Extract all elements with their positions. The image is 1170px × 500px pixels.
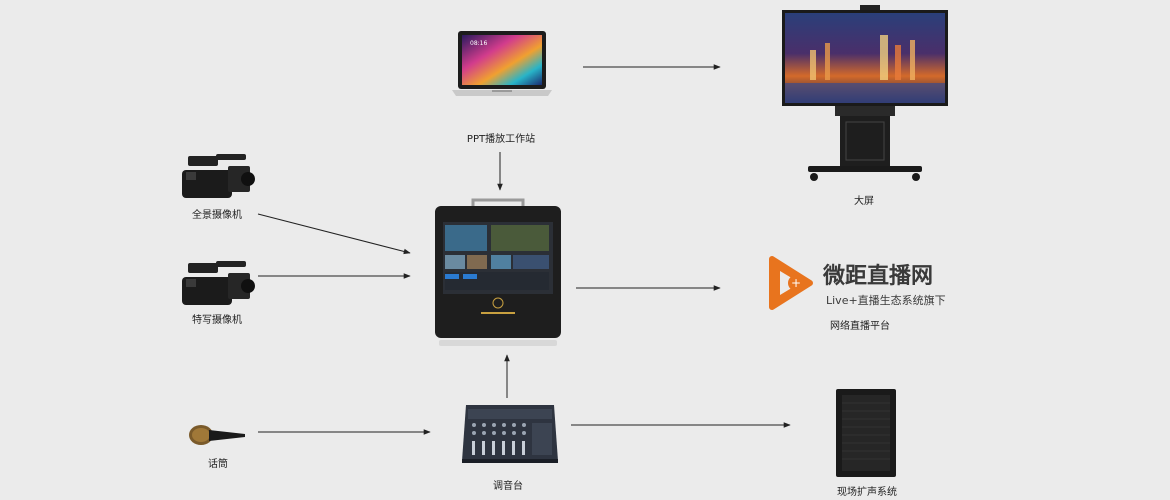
play-logo-icon: + [769, 256, 813, 310]
laptop-icon [452, 31, 552, 96]
camera-wide-label: 全景摄像机 [192, 210, 242, 221]
video-switcher-icon [435, 198, 561, 346]
tv-stand-icon [782, 5, 948, 181]
mixer-label: 调音台 [493, 481, 523, 492]
live-platform-label: 网络直播平台 [830, 321, 890, 332]
microphone-icon [189, 425, 245, 445]
camera-wide-icon [182, 154, 255, 198]
speaker-icon [836, 389, 896, 477]
audio-mixer-icon [462, 405, 558, 463]
arrow-camera-wide-to-switcher [257, 213, 411, 255]
svg-text:+: + [791, 276, 801, 290]
laptop-label: PPT播放工作站 [466, 134, 536, 145]
logo-title: 微距直播网 [823, 264, 934, 289]
camera-close-icon [182, 261, 255, 305]
big-screen-label: 大屏 [854, 196, 874, 207]
logo-subtitle: Live+直播生态系统旗下 [826, 294, 946, 307]
speaker-label: 现场扩声系统 [837, 487, 897, 498]
microphone-label: 话筒 [208, 459, 228, 470]
laptop-time: 08:16 [470, 40, 488, 47]
camera-close-label: 特写摄像机 [192, 315, 242, 326]
